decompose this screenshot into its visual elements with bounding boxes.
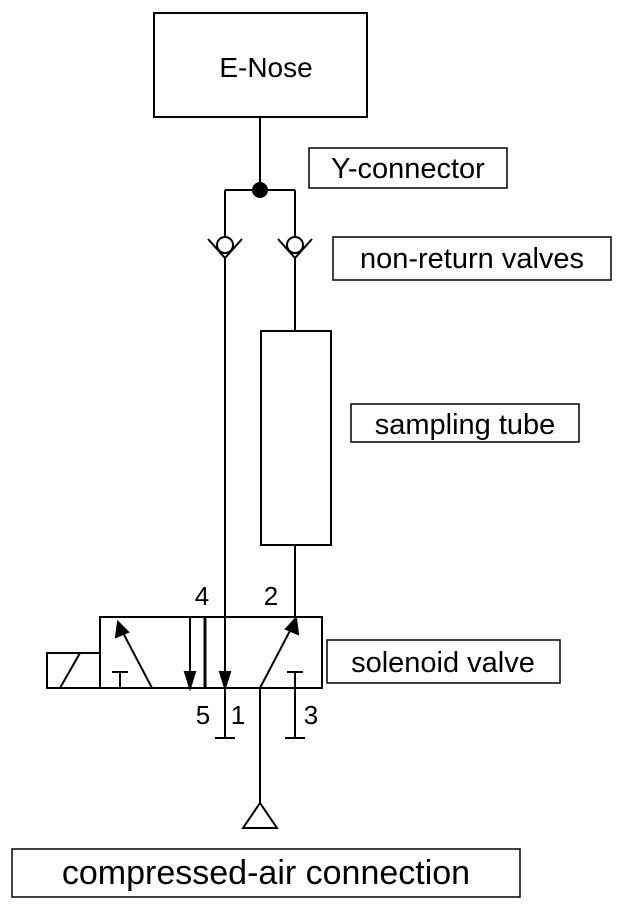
solenoid-valve-label-box <box>326 639 561 684</box>
solenoid-actuator-slash <box>59 652 81 689</box>
left-envelope-flow-line <box>119 626 153 689</box>
compressed-air-label: compressed-air connection <box>62 854 470 892</box>
non-return-valves-label: non-return valves <box>360 243 584 275</box>
port-4-label: 4 <box>195 581 209 611</box>
sampling-tube-box <box>260 330 332 546</box>
y-connector-label: Y-connector <box>331 153 485 185</box>
left-envelope-arrow-head <box>114 619 130 639</box>
right-non-return-valve-icon <box>277 236 313 259</box>
left-envelope-down-arrow-head <box>183 671 197 692</box>
port-2-label: 2 <box>264 581 278 611</box>
enose-label: E-Nose <box>219 52 312 83</box>
sampling-tube-label-box <box>350 403 580 443</box>
solenoid-valve-label: solenoid valve <box>351 647 535 679</box>
y-connector-label-box <box>308 147 508 189</box>
non-return-valves-label-box <box>332 236 612 281</box>
sampling-tube-label: sampling tube <box>375 409 556 441</box>
y-connector-junction-dot <box>252 182 268 198</box>
right-envelope-flow-line <box>259 624 294 689</box>
right-envelope-down-arrow-head <box>218 671 232 692</box>
port-3-label: 3 <box>304 700 318 730</box>
port-5-label: 5 <box>196 700 210 730</box>
right-envelope-arrow-head <box>284 615 300 636</box>
port-1-label: 1 <box>231 700 245 730</box>
compressed-air-source-icon <box>241 801 279 829</box>
solenoid-actuator-box <box>46 652 101 689</box>
compressed-air-label-box <box>11 848 521 898</box>
left-non-return-valve-icon <box>207 236 243 259</box>
